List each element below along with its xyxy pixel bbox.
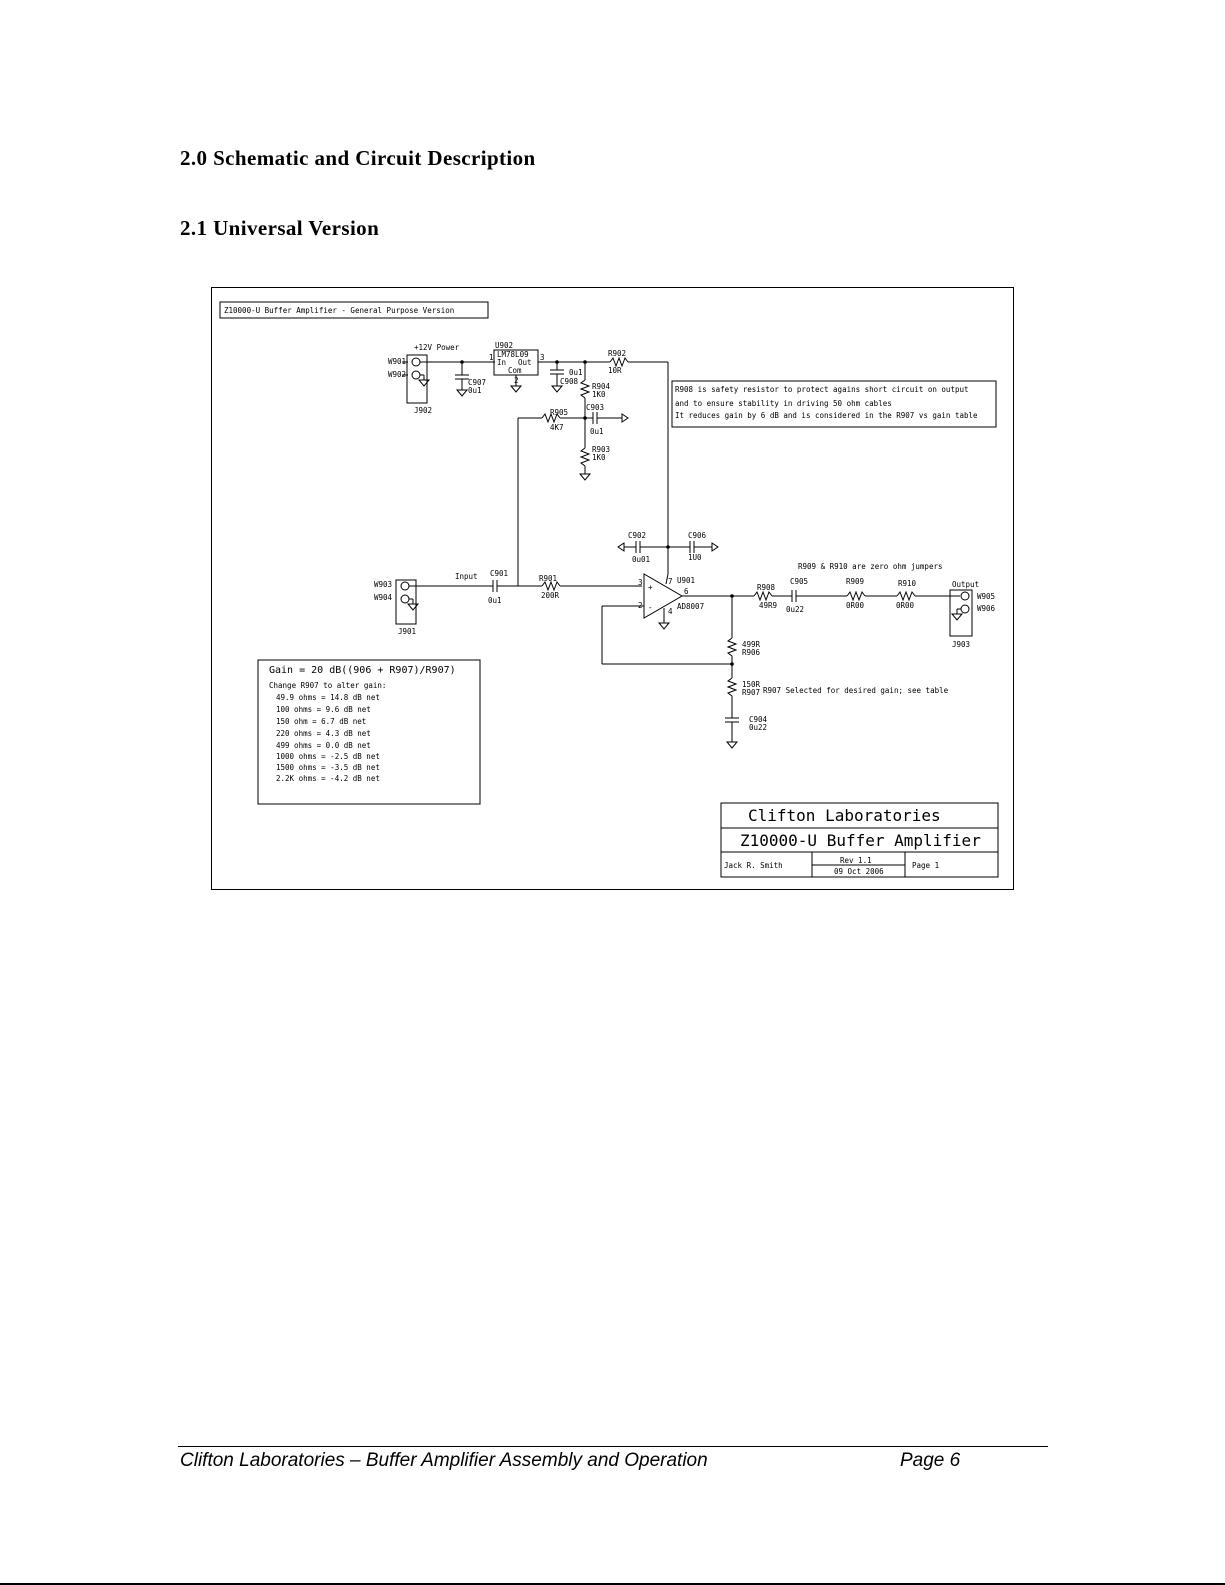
u901-pin4: 4 [668,607,673,616]
r901-ref: R901 [539,574,557,583]
u902-pin-in: In [497,358,506,367]
u902-pin-com: Com [508,366,522,375]
w902-label: W902 [388,370,406,379]
c905-value: 0u22 [786,605,804,614]
r905-ref: R905 [550,408,568,417]
r908-ref: R908 [757,583,776,592]
r910-ref: R910 [898,579,917,588]
c903-ref: C903 [586,403,604,412]
u902-pin1: 1 [489,353,494,362]
schematic-figure: Z10000-U Buffer Amplifier - General Purp… [211,287,1014,890]
r902-ref: R902 [608,349,626,358]
gain-table-row: 49.9 ohms = 14.8 dB net [276,693,380,702]
c902-ref: C902 [628,531,646,540]
u902-ref: U902 [495,341,513,350]
c904-value: 0u22 [749,723,767,732]
gain-table-row: 499 ohms = 0.0 dB net [276,741,371,750]
r909-ref: R909 [846,577,864,586]
u901-pin6: 6 [684,587,689,596]
w901-label: W901 [388,357,406,366]
u902-part: LM78L09 [497,350,529,359]
r904-value: 1K0 [592,390,606,399]
j902-label: J902 [414,406,432,415]
c907-value: 0u1 [468,386,482,395]
u902-pin3: 3 [540,353,545,362]
footer-divider [178,1446,1048,1447]
u901-pin2: 2 [638,601,643,610]
gain-table-subtitle: Change R907 to alter gain: [269,681,386,690]
u902-pin2: 2 [514,376,519,385]
c906-ref: C906 [688,531,707,540]
c901-value: 0u1 [488,596,502,605]
schematic-drawing: Z10000-U Buffer Amplifier - General Purp… [219,301,999,878]
output-label: Output [952,580,979,589]
r909-value: 0R00 [846,601,865,610]
u902-pin-out: Out [518,358,532,367]
w905-label: W905 [977,592,995,601]
section-heading: 2.0 Schematic and Circuit Description [180,146,536,170]
c906-value: 1U0 [688,553,702,562]
r901-value: 200R [541,591,560,600]
u901-ref: U901 [677,576,695,585]
c903-value: 0u1 [590,427,604,436]
power-label: +12V Power [414,343,460,352]
r907-value: 150R [742,680,761,689]
c901-ref: C901 [490,569,508,578]
r908-note-line3: It reduces gain by 6 dB and is considere… [675,411,978,420]
title-block-date: 09 Oct 2006 [834,867,884,876]
r903-ref: R903 [592,445,610,454]
j901-label: J901 [398,627,416,636]
schematic-title-frame [219,301,489,319]
gain-table-row: 220 ohms = 4.3 dB net [276,729,371,738]
u901-minus: - [648,603,653,612]
r906-ref: R906 [742,648,761,657]
u901-plus: + [648,583,653,592]
gain-table-row: 1000 ohms = -2.5 dB net [276,752,380,761]
gain-table-title: Gain = 20 dB((906 + R907)/R907) [269,665,456,676]
schematic-title: Z10000-U Buffer Amplifier - General Purp… [224,306,454,315]
r910-value: 0R00 [896,601,915,610]
page-bottom-border [0,1583,1225,1585]
c908-ref: C908 [560,377,579,386]
title-block-product: Z10000-U Buffer Amplifier [740,831,981,850]
r905-value: 4K7 [550,423,564,432]
w903-label: W903 [374,580,392,589]
c902-value: 0u01 [632,555,650,564]
u901-part: AD8007 [677,602,704,611]
c905-ref: C905 [790,577,808,586]
c908-value: 0u1 [569,368,583,377]
c904-ref: C904 [749,715,768,724]
r904-ref: R904 [592,382,611,391]
r908-note-line2: and to ensure stability in driving 50 oh… [675,399,892,408]
r906-value: 499R [742,640,761,649]
r903-value: 1K0 [592,453,606,462]
gain-table-row: 1500 ohms = -3.5 dB net [276,763,380,772]
u901-pin3: 3 [638,578,643,587]
footer-page-number: Page 6 [900,1450,961,1471]
title-block-page: Page 1 [912,861,939,870]
u901-pin7: 7 [668,577,673,586]
footer-document-title: Clifton Laboratories – Buffer Amplifier … [180,1450,708,1471]
gain-table-row: 100 ohms = 9.6 dB net [276,705,371,714]
r908-note-line1: R908 is safety resistor to protect again… [675,385,969,394]
input-label: Input [455,572,478,581]
w906-label: W906 [977,604,996,613]
w904-label: W904 [374,593,393,602]
r907-note: R907 Selected for desired gain; see tabl… [763,686,949,695]
c907-ref: C907 [468,378,486,387]
title-block-revision: Rev 1.1 [840,856,872,865]
j903-label: J903 [952,640,970,649]
r908-value: 49R9 [759,601,777,610]
gain-table-row: 150 ohm = 6.7 dB net [276,717,366,726]
title-block-author: Jack R. Smith [724,861,783,870]
title-block-company: Clifton Laboratories [748,806,941,825]
r902-value: 10R [608,366,622,375]
r907-ref: R907 [742,688,760,697]
gain-table-row: 2.2K ohms = -4.2 dB net [276,774,380,783]
jumpers-note: R909 & R910 are zero ohm jumpers [798,562,943,571]
subsection-heading: 2.1 Universal Version [180,216,380,240]
